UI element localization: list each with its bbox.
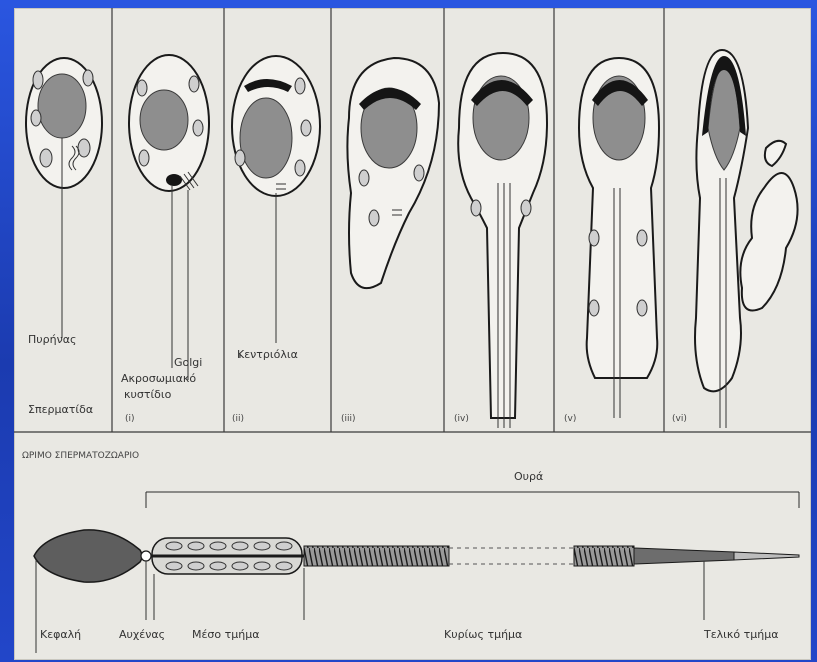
label-acrosomal-vesicle-1: Ακροσωμιακό bbox=[121, 372, 196, 385]
cell-stage-ii bbox=[232, 56, 320, 343]
label-mature-title: ΩΡΙΜΟ ΣΠΕΡΜΑΤΟΖΩΑΡΙΟ bbox=[22, 451, 139, 461]
label-end-piece: Τελικό τμήμα bbox=[703, 628, 778, 641]
cell-stage-iv bbox=[458, 53, 547, 428]
label-principal-piece: Κυρίως τμήμα bbox=[444, 628, 522, 641]
cell-stage-iii bbox=[347, 58, 439, 288]
cell-spermatid bbox=[26, 58, 102, 338]
label-acrosomal-vesicle-2: κυστίδιο bbox=[124, 388, 172, 401]
label-golgi: Golgi bbox=[174, 356, 202, 369]
label-stage-i: (i) bbox=[125, 414, 135, 424]
tail-bracket bbox=[146, 492, 799, 508]
diagram-panel: Πυρήνας Golgi Ακροσωμιακό κυστίδιο Κεντρ… bbox=[14, 8, 811, 660]
label-tail: Ουρά bbox=[514, 470, 543, 483]
label-stage-vi: (vi) bbox=[672, 414, 687, 424]
label-spermatid: Σπερματίδα bbox=[28, 403, 93, 416]
label-nucleus: Πυρήνας bbox=[28, 333, 76, 346]
label-middle-piece: Μέσο τμήμα bbox=[192, 628, 259, 641]
label-stage-v: (v) bbox=[564, 414, 576, 424]
mature-spermatozoon bbox=[34, 530, 799, 582]
label-stage-ii: (ii) bbox=[232, 414, 244, 424]
cell-stage-i bbox=[129, 55, 209, 368]
label-centrioles: Κεντριόλια bbox=[237, 348, 298, 361]
label-stage-iii: (iii) bbox=[341, 414, 356, 424]
label-head: Κεφαλή bbox=[40, 628, 81, 641]
cell-stage-vi bbox=[695, 50, 798, 428]
cell-stage-v bbox=[579, 58, 659, 418]
label-neck: Αυχένας bbox=[119, 628, 165, 641]
spermiogenesis-diagram: Πυρήνας Golgi Ακροσωμιακό κυστίδιο Κεντρ… bbox=[14, 8, 811, 660]
label-stage-iv: (iv) bbox=[454, 414, 469, 424]
